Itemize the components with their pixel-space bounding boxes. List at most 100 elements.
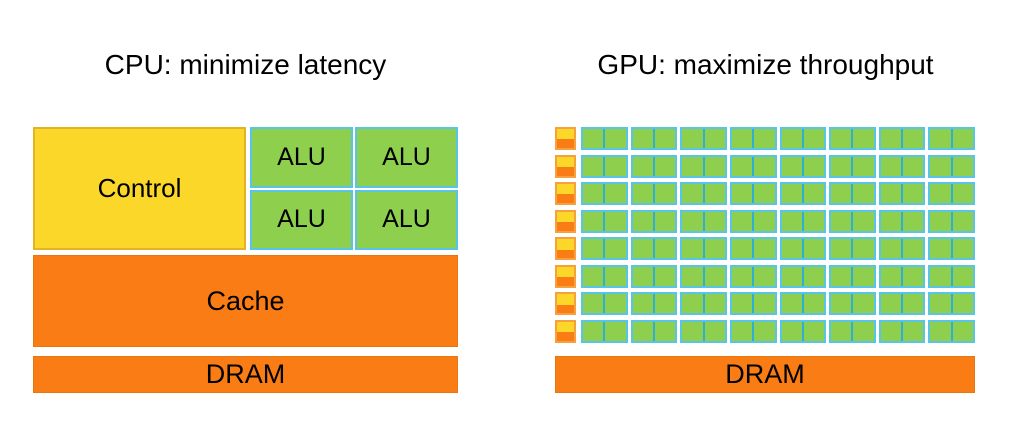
gpu-control-cache-block	[555, 292, 576, 316]
gpu-alu-pair	[630, 237, 678, 261]
gpu-alu-row-cells	[581, 292, 975, 316]
gpu-dram-block: DRAM	[555, 356, 975, 393]
gpu-control-sliver	[557, 239, 574, 250]
gpu-title: GPU: maximize throughput	[597, 49, 934, 80]
gpu-alu-cell	[881, 184, 901, 203]
gpu-alu-cell	[950, 129, 973, 148]
gpu-control-sliver	[557, 211, 574, 223]
gpu-alu-cell	[851, 294, 873, 314]
gpu-alu-cell	[583, 239, 603, 258]
gpu-alu-cell	[682, 267, 702, 286]
gpu-alu-cell	[752, 156, 774, 176]
gpu-alu-pair	[928, 154, 975, 178]
gpu-alu-pair	[779, 319, 827, 343]
gpu-alu-cell	[881, 157, 901, 176]
gpu-cache-sliver	[557, 222, 574, 231]
gpu-alu-pair	[878, 319, 926, 343]
gpu-alu-cell	[752, 211, 774, 231]
gpu-alu-pair	[878, 127, 926, 150]
gpu-alu-pair	[680, 319, 727, 343]
gpu-alu-cell	[901, 239, 923, 259]
gpu-alu-cell	[831, 184, 851, 203]
gpu-alu-row-cells	[581, 209, 975, 233]
gpu-alu-cell	[702, 211, 725, 231]
gpu-alu-pair	[779, 292, 827, 316]
gpu-alu-pair	[878, 237, 926, 261]
gpu-control-cache-block	[555, 209, 576, 233]
gpu-alu-cell	[732, 184, 752, 203]
gpu-alu-cell	[652, 211, 675, 231]
gpu-alu-pair	[581, 292, 628, 316]
gpu-alu-cell	[901, 294, 923, 314]
gpu-alu-cell	[930, 212, 950, 231]
gpu-alu-cell	[732, 129, 752, 148]
gpu-alu-cell	[831, 322, 851, 341]
gpu-alu-pair	[729, 127, 777, 150]
gpu-control-sliver	[557, 156, 574, 167]
gpu-alu-pair	[581, 319, 628, 343]
gpu-alu-pair	[630, 264, 678, 288]
gpu-alu-cell	[732, 294, 752, 313]
gpu-alu-cell	[752, 266, 774, 286]
gpu-control-sliver	[557, 294, 574, 305]
gpu-alu-cell	[782, 294, 802, 313]
gpu-alu-cell	[682, 184, 702, 203]
gpu-alu-cell	[950, 239, 973, 259]
gpu-alu-cell	[950, 184, 973, 204]
gpu-row	[555, 127, 975, 150]
gpu-row	[555, 264, 975, 288]
gpu-alu-pair	[829, 319, 876, 343]
gpu-alu-cell	[583, 212, 603, 231]
gpu-alu-cell	[702, 294, 725, 314]
gpu-alu-pair	[630, 127, 678, 150]
gpu-alu-pair	[878, 264, 926, 288]
gpu-alu-cell	[801, 211, 824, 231]
gpu-alu-cell	[652, 321, 675, 341]
gpu-alu-pair	[928, 182, 975, 206]
cpu-alu-grid: ALU ALU ALU ALU	[250, 127, 458, 250]
gpu-alu-cell	[950, 156, 973, 176]
gpu-cache-sliver	[557, 139, 574, 148]
gpu-alu-cell	[583, 129, 603, 148]
gpu-alu-cell	[950, 294, 973, 314]
gpu-alu-cell	[682, 212, 702, 231]
gpu-alu-pair	[928, 237, 975, 261]
gpu-alu-pair	[729, 237, 777, 261]
gpu-alu-cell	[633, 267, 653, 286]
gpu-alu-pair	[928, 292, 975, 316]
gpu-alu-cell	[831, 294, 851, 313]
gpu-alu-cell	[930, 294, 950, 313]
gpu-row	[555, 237, 975, 261]
gpu-alu-row-cells	[581, 182, 975, 206]
gpu-alu-cell	[583, 294, 603, 313]
gpu-cache-sliver	[557, 249, 574, 259]
gpu-alu-cell	[603, 266, 625, 286]
gpu-control-sliver	[557, 266, 574, 278]
gpu-alu-cell	[633, 239, 653, 258]
gpu-alu-pair	[779, 209, 827, 233]
gpu-control-cache-block	[555, 182, 576, 206]
gpu-alu-cell	[652, 239, 675, 259]
cpu-alu-block: ALU	[250, 189, 353, 250]
gpu-row	[555, 209, 975, 233]
gpu-control-sliver	[557, 321, 574, 333]
gpu-alu-pair	[581, 209, 628, 233]
gpu-alu-pair	[829, 182, 876, 206]
gpu-alu-pair	[630, 182, 678, 206]
gpu-alu-cell	[930, 267, 950, 286]
gpu-alu-cell	[603, 129, 625, 148]
gpu-alu-cell	[652, 129, 675, 148]
gpu-alu-cell	[801, 294, 824, 314]
gpu-alu-pair	[829, 292, 876, 316]
gpu-alu-cell	[682, 157, 702, 176]
gpu-alu-cell	[831, 212, 851, 231]
gpu-alu-pair	[630, 154, 678, 178]
gpu-alu-cell	[881, 129, 901, 148]
gpu-alu-pair	[630, 319, 678, 343]
gpu-alu-row-cells	[581, 127, 975, 150]
gpu-control-cache-block	[555, 127, 576, 150]
gpu-alu-pair	[680, 292, 727, 316]
gpu-alu-pair	[729, 319, 777, 343]
gpu-alu-cell	[831, 267, 851, 286]
gpu-row	[555, 182, 975, 206]
